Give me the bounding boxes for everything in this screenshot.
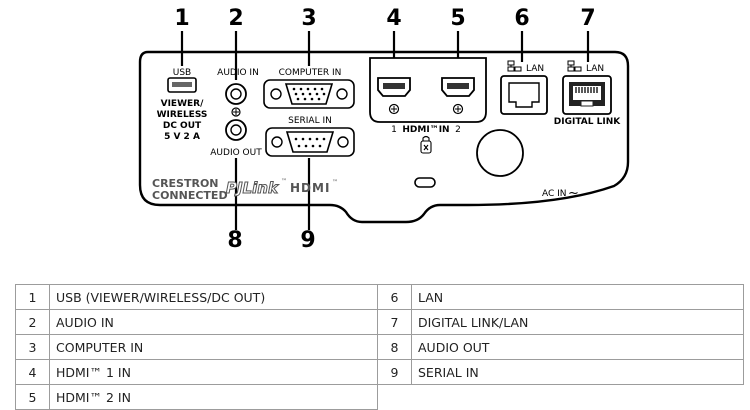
table-row: 5 HDMI™ 2 IN [15,384,744,410]
legend-label: AUDIO OUT [411,334,744,360]
legend-number: 3 [15,334,50,360]
serial-in-label: SERIAL IN [288,116,332,126]
legend-number: 9 [377,359,412,385]
table-row: 3 COMPUTER IN 8 AUDIO OUT [15,334,744,360]
legend-number: 7 [377,309,412,335]
ac-symbol: ~ [568,186,579,201]
pjlink-tm: ™ [281,178,287,185]
callout-7: 7 [580,6,596,31]
lan-7-label: LAN [586,64,604,74]
ac-in-socket-icon [476,129,524,177]
callout-5: 5 [450,6,466,31]
crestron-logo-2: CONNECTED [152,189,228,202]
callout-6: 6 [514,6,530,31]
hdmi-2-number: 2 [455,125,461,135]
legend-label: LAN [411,284,744,310]
lan-network-icon-7 [567,60,582,72]
legend-number: 5 [15,384,50,410]
crestron-logo: CRESTRON [152,177,219,190]
hdmi-logo-tm: ™ [332,179,338,186]
hdmi-logo: HDMI [290,181,330,195]
usb-wireless-label: WIRELESS [157,110,208,120]
callout-2: 2 [228,6,244,31]
legend-number: 4 [15,359,50,385]
legend-number: 1 [15,284,50,310]
audio-in-label: AUDIO IN [217,68,259,78]
digital-link-label: DIGITAL LINK [554,117,621,127]
projector-rear-panel-diagram: USB VIEWER/ WIRELESS DC OUT 5 V 2 A AUDI… [138,31,630,230]
usb-label: USB [173,68,191,78]
legend-number: 6 [377,284,412,310]
callout-9: 9 [300,228,316,253]
computer-in-label: COMPUTER IN [279,68,342,78]
callout-4: 4 [386,6,402,31]
table-row: 2 AUDIO IN 7 DIGITAL LINK/LAN [15,309,744,335]
legend-label: DIGITAL LINK/LAN [411,309,744,335]
legend-label: USB (VIEWER/WIRELESS/DC OUT) [49,284,378,310]
hdmi-in-label: HDMI™IN [402,125,449,135]
legend-number: 2 [15,309,50,335]
legend-label: HDMI™ 2 IN [49,384,378,410]
legend-label: HDMI™ 1 IN [49,359,378,385]
table-row: 1 USB (VIEWER/WIRELESS/DC OUT) 6 LAN [15,284,744,310]
usb-dcout-label: DC OUT [163,121,202,131]
kensington-lock-icon [420,135,432,154]
table-row: 4 HDMI™ 1 IN 9 SERIAL IN [15,359,744,385]
security-slot-icon [414,177,436,188]
legend-number: 8 [377,334,412,360]
callout-8: 8 [227,228,243,253]
legend-empty-cell [377,384,744,410]
legend-label: SERIAL IN [411,359,744,385]
callout-1: 1 [174,6,190,31]
ac-in-label: AC IN [542,189,567,199]
usb-viewer-label: VIEWER/ [161,99,204,109]
usb-rating-label: 5 V 2 A [164,132,200,142]
pjlink-logo: PJLink [226,179,279,197]
audio-out-label: AUDIO OUT [210,148,262,158]
connector-legend-table: 1 USB (VIEWER/WIRELESS/DC OUT) 6 LAN 2 A… [15,284,744,410]
legend-label: COMPUTER IN [49,334,378,360]
legend-label: AUDIO IN [49,309,378,335]
lan-network-icon-6 [507,60,522,72]
hdmi-1-number: 1 [391,125,397,135]
lan-6-label: LAN [526,64,544,74]
callout-3: 3 [301,6,317,31]
